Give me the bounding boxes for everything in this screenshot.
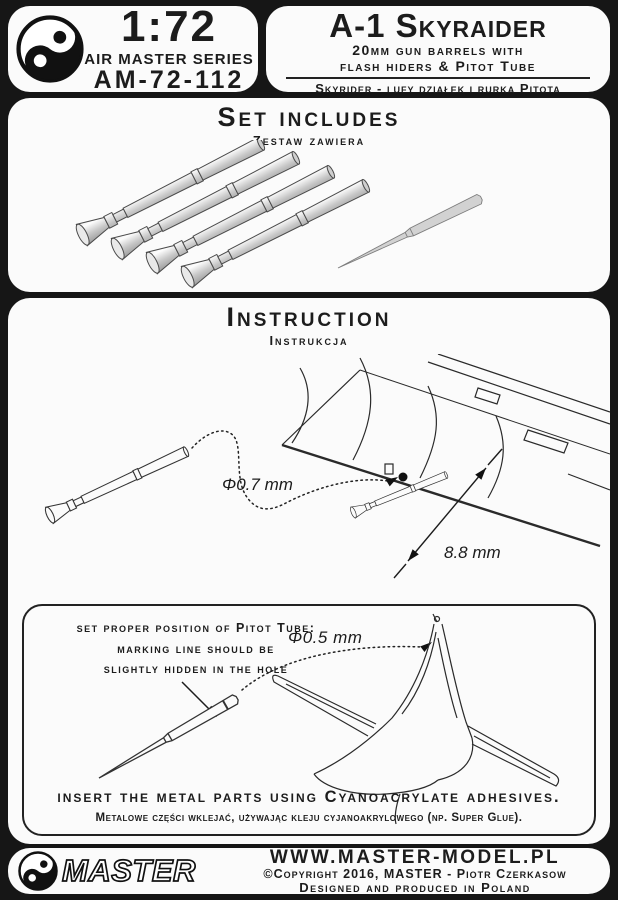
pitot-tube-illustration — [335, 192, 485, 274]
dotted-guide-arrow — [191, 430, 398, 510]
header-product-panel: A-1 Skyraider 20mm gun barrels with flas… — [266, 6, 610, 96]
pitot-hole-diameter-label: Φ0.5 mm — [288, 628, 363, 647]
set-parts-illustration — [72, 140, 485, 290]
adhesive-note-en: insert the metal parts using Cyanoacryla… — [57, 788, 561, 806]
instruction-panel: Instruction Instrukcja — [8, 298, 610, 844]
series-label: AIR MASTER SERIES — [84, 51, 254, 68]
footer-logo-text: MASTER — [62, 853, 196, 888]
pitot-note-block: set proper position of Pitot Tube: marki… — [40, 618, 352, 680]
barrel-install-diagram: Φ0.7 mm 8.8 mm — [42, 354, 610, 579]
footer-website: WWW.MASTER-MODEL.PL — [269, 846, 561, 868]
depth-dimension-arrow — [393, 448, 503, 579]
pitot-install-diagram — [95, 613, 560, 825]
footer-logo-wordmark: MASTER — [61, 852, 196, 889]
spare-barrel-illustration — [42, 442, 192, 526]
footer-text-block: WWW.MASTER-MODEL.PL ©Copyright 2016, MAS… — [226, 846, 610, 895]
hole-diameter-label: Φ0.7 mm — [222, 475, 293, 494]
scale-label: 1:72 — [120, 2, 218, 51]
pitot-note-line-3: slightly hidden in the hole — [103, 662, 289, 677]
set-includes-panel: Set includes Zestaw zawiera — [8, 98, 610, 292]
brand-text-block: 1:72 AIR MASTER SERIES AM-72-112 — [84, 5, 258, 93]
instruction-subtitle: Instrukcja — [269, 333, 349, 348]
product-title: A-1 Skyraider — [329, 7, 547, 44]
set-includes-title: Set includes — [217, 102, 401, 132]
depth-label: 8.8 mm — [444, 543, 501, 562]
pitot-instruction-box: set proper position of Pitot Tube: marki… — [22, 604, 596, 836]
footer-master-logo-icon — [18, 851, 58, 891]
tail-illustration — [272, 613, 560, 825]
pitot-tube-line-illustration — [95, 692, 241, 784]
wing-leading-edge — [281, 443, 601, 548]
product-code: AM-72-112 — [93, 66, 245, 94]
product-subtitle-pl: Skyrider - lufy działek i rurka Pitota — [315, 81, 561, 97]
pitot-note-line-1: set proper position of Pitot Tube: — [76, 621, 316, 635]
drill-hole-dot — [398, 472, 408, 482]
header-brand-panel: 1:72 AIR MASTER SERIES AM-72-112 — [8, 5, 258, 93]
product-divider — [286, 77, 590, 80]
set-includes-subtitle: Zestaw zawiera — [252, 133, 366, 148]
product-subtitle-1: 20mm gun barrels with — [352, 42, 524, 58]
wing-illustration — [281, 354, 610, 548]
adhesive-note-pl: Metalowe części wklejać, używając kleju … — [95, 812, 523, 824]
footer-panel: MASTER WWW.MASTER-MODEL.PL ©Copyright 20… — [8, 846, 610, 895]
pitot-note-line-2: marking line should be — [117, 641, 275, 656]
dotted-guide-arrow — [241, 642, 432, 691]
master-logo-icon — [16, 15, 84, 83]
footer-copyright: ©Copyright 2016, MASTER - Piotr Czerkaso… — [263, 866, 567, 881]
footer-origin: Designed and produced in Poland — [299, 879, 531, 895]
instruction-title: Instruction — [226, 302, 392, 332]
product-subtitle-2: flash hiders & Pitot Tube — [340, 58, 536, 75]
